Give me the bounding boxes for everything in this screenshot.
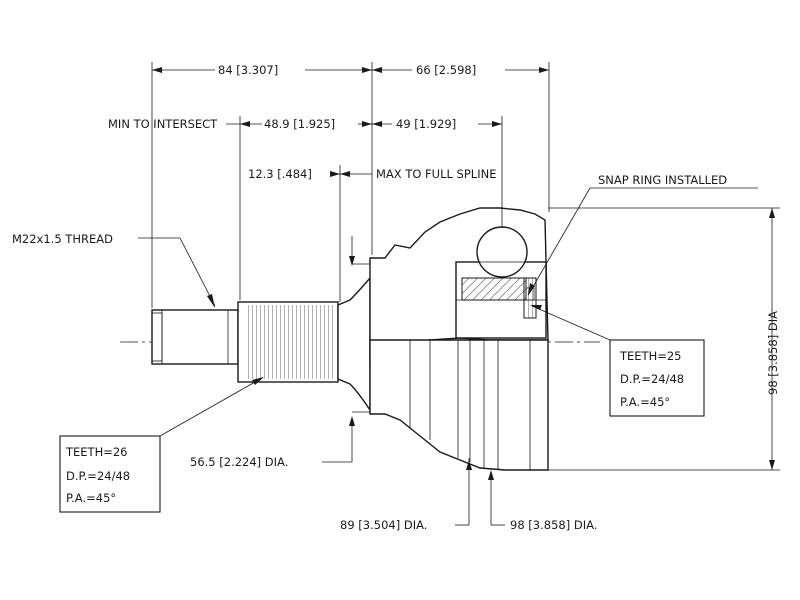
dim-overall: 84 [3.307] 66 [2.598] bbox=[152, 63, 549, 77]
thread-label: M22x1.5 THREAD bbox=[12, 232, 113, 246]
thread-callout: M22x1.5 THREAD bbox=[12, 232, 216, 308]
snap-ring-callout: SNAP RING INSTALLED bbox=[528, 173, 758, 296]
dim-overall-right: 66 [2.598] bbox=[416, 63, 476, 77]
left-spline-callout: TEETH=26 D.P.=24/48 P.A.=45° bbox=[59, 377, 264, 513]
dim-intersect-left: 48.9 [1.925] bbox=[264, 117, 335, 131]
dim-bell-outer-text: 98 [3.858] DIA. bbox=[510, 518, 597, 532]
right-spline-callout: TEETH=25 D.P.=24/48 P.A.=45° bbox=[530, 305, 705, 417]
dim-bell-inner-text: 89 [3.504] DIA. bbox=[340, 518, 427, 532]
dim-bell-outer: 98 [3.858] DIA. bbox=[488, 470, 597, 532]
dim-vertical-dia: 98 [3.858] DIA bbox=[766, 208, 780, 470]
dim-bell-inner: 89 [3.504] DIA. bbox=[340, 458, 472, 532]
dim-intersect: MIN TO INTERSECT 48.9 [1.925] 49 [1.929] bbox=[108, 117, 502, 131]
right-spline-pa: P.A.=45° bbox=[620, 395, 670, 409]
left-spline-dp: D.P.=24/48 bbox=[66, 469, 130, 483]
snap-ring-label: SNAP RING INSTALLED bbox=[598, 173, 727, 187]
extension-lines bbox=[151, 62, 780, 471]
min-to-intersect-label: MIN TO INTERSECT bbox=[108, 117, 218, 131]
dim-spline: 12.3 [.484] MAX TO FULL SPLINE bbox=[248, 167, 496, 181]
threaded-end bbox=[151, 309, 239, 365]
dim-shaft-dia-text: 56.5 [2.224] DIA. bbox=[190, 455, 288, 469]
left-spline-pa: P.A.=45° bbox=[66, 491, 116, 505]
right-spline-dp: D.P.=24/48 bbox=[620, 372, 684, 386]
hub-markers bbox=[349, 236, 370, 413]
dim-shaft-dia: 56.5 [2.224] DIA. bbox=[190, 416, 355, 469]
right-spline-teeth: TEETH=25 bbox=[619, 349, 682, 363]
dim-overall-left: 84 [3.307] bbox=[218, 63, 278, 77]
dim-spline-left: 12.3 [.484] bbox=[248, 167, 312, 181]
max-to-full-spline-label: MAX TO FULL SPLINE bbox=[376, 167, 496, 181]
ball bbox=[476, 226, 528, 278]
dim-vertical-dia-text: 98 [3.858] DIA bbox=[766, 311, 780, 395]
splined-shaft bbox=[237, 276, 371, 413]
dim-intersect-right: 49 [1.929] bbox=[396, 117, 456, 131]
left-spline-teeth: TEETH=26 bbox=[65, 445, 128, 459]
